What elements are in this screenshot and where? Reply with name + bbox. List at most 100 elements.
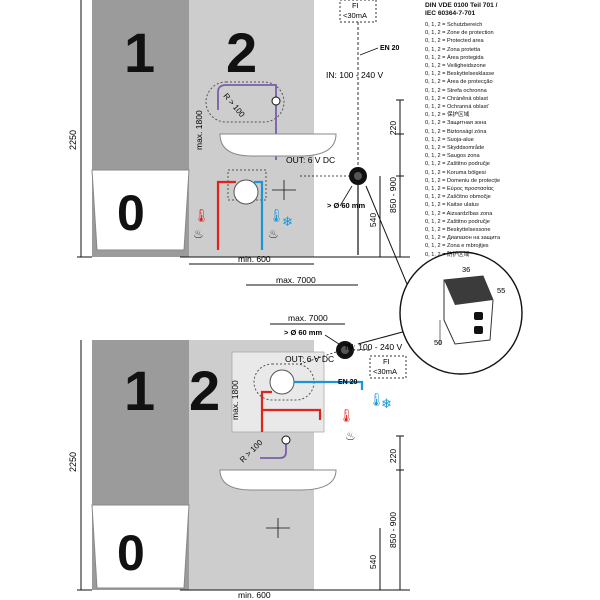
legend-item-prefix: 0, 1, 2 =: [425, 22, 447, 28]
legend-item-prefix: 0, 1, 2 =: [425, 177, 447, 184]
cold-pipe-top: [254, 180, 264, 250]
legend-item-prefix: 0, 1, 2 =: [425, 145, 447, 152]
cable-purple-bottom: [260, 440, 287, 459]
legend-item-text: Área de protecção: [446, 79, 493, 86]
legend-item: 0, 1, 2 = Ochranná oblasť: [425, 103, 599, 111]
legend-title-line2: IEC 60364-7-701: [425, 10, 476, 17]
dim-850-top: 850 - 900: [388, 177, 398, 213]
legend-item: 0, 1, 2 = Zona protetta: [425, 46, 599, 54]
legend-item-prefix: 0, 1, 2 =: [425, 210, 447, 217]
zone1-label-top: 1: [124, 21, 155, 84]
legend-item: 0, 1, 2 = Zaščitno območje: [425, 193, 599, 201]
zone0-label-top: 0: [117, 185, 145, 241]
legend-item-prefix: 0, 1, 2 =: [425, 128, 447, 135]
drain-circle-top: [233, 179, 259, 205]
basin-top: [219, 133, 337, 157]
legend-item-prefix: 0, 1, 2 =: [425, 120, 447, 127]
zone2-label-bottom: 2: [189, 359, 220, 422]
legend-item-prefix: 0, 1, 2 =: [425, 194, 447, 201]
legend-item: 0, 1, 2 = Zona e mbrojtjes: [425, 242, 599, 250]
zone2-area-top: [189, 0, 314, 257]
legend-item-text: Beskyttelsessone: [446, 227, 491, 234]
transformer-unit-inner-bottom: [341, 346, 349, 354]
legend-item-prefix: 0, 1, 2 =: [425, 227, 447, 234]
legend-item-text: Zona e mbrojtjes: [446, 243, 489, 250]
cable-connector-bottom: [281, 435, 291, 445]
dia60-top: > Ø 60 mm: [327, 201, 365, 210]
legend-item-prefix: 0, 1, 2 =: [425, 63, 447, 70]
legend-item-prefix: 0, 1, 2 =: [425, 79, 447, 86]
legend-item-text: Protected area: [446, 38, 484, 45]
legend-item: 0, 1, 2 = Área protegida: [425, 54, 599, 62]
fi-label1-bottom: FI: [383, 357, 390, 366]
legend-item-text: Saugos zona: [446, 153, 480, 160]
bottom-diagram: 1 2 0 2250 max. 1800 R > 100 🌡 ♨ 🌡 ❄ max…: [68, 313, 410, 600]
legend-item-text: Suoja-alue: [446, 136, 474, 143]
dim-min600-top: min. 600: [238, 254, 271, 264]
legend-item-text: Zona protetta: [446, 46, 481, 53]
steam-icon-top-2: ♨: [268, 227, 279, 241]
transformer-unit-inner-top: [354, 172, 362, 180]
legend-item: 0, 1, 2 = Aizsardzības zona: [425, 210, 599, 218]
legend-item: 0, 1, 2 = Диапазон на защита: [425, 234, 599, 242]
zone1-label-bottom: 1: [124, 359, 155, 422]
dim-850-bottom: 850 - 900: [388, 512, 398, 548]
legend-item: 0, 1, 2 = Koruma bölgesi: [425, 169, 599, 177]
legend-item-text: Skyddsområde: [446, 145, 485, 152]
legend-item-text: Zone de protection: [446, 30, 494, 37]
dashed-zone-top: [205, 81, 285, 123]
legend-item-text: Schutzbereich: [446, 22, 483, 28]
legend-item-prefix: 0, 1, 2 =: [425, 95, 447, 102]
fi-box-bottom: [369, 355, 407, 379]
legend-item: 0, 1, 2 = 防护区域: [425, 251, 599, 259]
zone-legend: DIN VDE 0100 Teil 701 / IEC 60364-7-701 …: [425, 2, 599, 259]
bathtub-bottom: [91, 504, 190, 589]
legend-item: 0, 1, 2 = Kaitse ulatus: [425, 201, 599, 209]
legend-item-text: Chráněná oblast: [446, 95, 488, 102]
zone0-label-bottom: 0: [117, 525, 145, 581]
legend-item: 0, 1, 2 = Skyddsområde: [425, 144, 599, 152]
legend-item-prefix: 0, 1, 2 =: [425, 38, 447, 45]
en20-leader-top: [359, 47, 379, 56]
legend-item: 0, 1, 2 = Schutzbereich: [425, 21, 599, 29]
dim-540-bottom: 540: [368, 555, 378, 569]
fi-label1-top: FI: [352, 1, 359, 10]
legend-item-text: Zaštitno područje: [446, 161, 490, 168]
legend-item: 0, 1, 2 = Biztonsági zóna: [425, 128, 599, 136]
dim-2250-bottom: 2250: [68, 452, 78, 472]
cold-pipe-bottom: [294, 380, 364, 390]
en20-bottom: EN 20: [338, 379, 358, 386]
en20-top: EN 20: [380, 45, 400, 52]
out-voltage-top: OUT: 6 V DC: [286, 155, 335, 165]
dia60-leader-top: [339, 185, 353, 207]
legend-item: 0, 1, 2 = Strefa ochronna: [425, 87, 599, 95]
legend-item-prefix: 0, 1, 2 =: [425, 243, 447, 250]
legend-item: 0, 1, 2 = Protected area: [425, 37, 599, 45]
legend-item-prefix: 0, 1, 2 =: [425, 87, 447, 94]
fi-label2-top: <30mA: [343, 11, 367, 20]
legend-item-text: Ochranná oblasť: [446, 104, 489, 111]
max7000-bottom: max. 7000: [288, 313, 328, 323]
in-voltage-bottom: IN: 100 - 240 V: [345, 342, 403, 352]
legend-item: 0, 1, 2 = Saugos zona: [425, 152, 599, 160]
in-voltage-top: IN: 100 - 240 V: [326, 70, 384, 80]
legend-item-prefix: 0, 1, 2 =: [425, 202, 447, 209]
hot-pipe-bottom-ext: [262, 408, 322, 420]
dia60-bottom: > Ø 60 mm: [284, 328, 322, 337]
legend-item-prefix: 0, 1, 2 =: [425, 46, 447, 53]
dim-2250-top: 2250: [68, 130, 78, 150]
legend-item: 0, 1, 2 = Защитная зона: [425, 119, 599, 127]
out-voltage-bottom: OUT: 6 V DC: [285, 354, 334, 364]
zone2-label-top: 2: [226, 21, 257, 84]
legend-item-prefix: 0, 1, 2 =: [425, 235, 447, 242]
legend-item: 0, 1, 2 = Chráněná oblast: [425, 95, 599, 103]
legend-item: 0, 1, 2 = Εύρος προστασίας: [425, 185, 599, 193]
basin-bottom: [219, 469, 337, 491]
dim-540-top: 540: [368, 213, 378, 227]
legend-item: 0, 1, 2 = Área de protecção: [425, 78, 599, 86]
cold-thermometer-icon-bottom: 🌡: [368, 392, 385, 407]
legend-item-text: Koruma bölgesi: [446, 169, 486, 176]
detail-socket2: [474, 326, 483, 334]
